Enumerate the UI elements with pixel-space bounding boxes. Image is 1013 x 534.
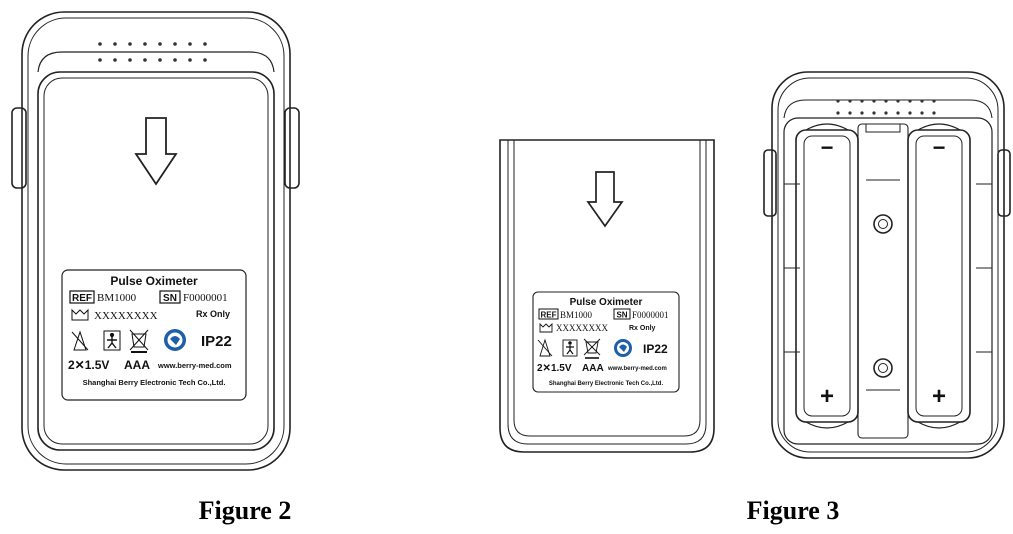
manufacturer: Shanghai Berry Electronic Tech Co.,Ltd.	[549, 381, 664, 387]
manufacture-date: XXXXXXXX	[556, 323, 608, 333]
battery-left	[795, 129, 859, 423]
positive-terminal-left: +	[820, 383, 834, 410]
no-recycle-icon	[537, 338, 553, 357]
battery-spec: 2✕1.5V	[68, 358, 109, 372]
negative-terminal-right: −	[933, 135, 946, 160]
device-outer-shell	[771, 71, 1005, 459]
ref-value: BM1000	[560, 310, 593, 320]
ref-tag: REF	[541, 311, 557, 320]
rx-only: Rx Only	[196, 309, 230, 319]
sn-value: F0000001	[632, 310, 669, 320]
label-title: Pulse Oximeter	[110, 274, 198, 288]
figure-2-caption: Figure 2	[198, 496, 292, 525]
battery-type: AAA	[582, 363, 604, 374]
speaker-grille	[836, 99, 936, 115]
battery-right	[907, 129, 971, 423]
figure-3-battery-cover	[499, 139, 715, 453]
battery-type: AAA	[124, 358, 150, 372]
weee-bin-icon	[129, 329, 149, 353]
manufacture-date: XXXXXXXX	[94, 310, 158, 322]
website: www.berry-med.com	[157, 361, 232, 370]
type-bf-applied-part-icon	[562, 339, 578, 357]
product-label: Pulse Oximeter REF BM1000 SN F0000001 XX…	[61, 269, 247, 401]
battery-spec: 2✕1.5V	[537, 363, 572, 374]
sn-tag: SN	[163, 293, 177, 304]
screw-icon	[873, 358, 893, 378]
slide-down-arrow-icon	[586, 171, 624, 228]
screw-icon	[873, 214, 893, 234]
figure-3-open-device	[763, 71, 1011, 459]
sn-tag: SN	[616, 311, 627, 320]
figure-2-device	[11, 11, 300, 471]
no-recycle-icon	[71, 330, 89, 351]
ref-value: BM1000	[97, 292, 137, 304]
left-side-button	[11, 107, 27, 189]
label-title: Pulse Oximeter	[570, 297, 643, 308]
device-outer-shell	[21, 11, 291, 471]
battery-cover	[37, 71, 275, 451]
negative-terminal-left: −	[821, 135, 834, 160]
sn-value: F0000001	[183, 292, 228, 304]
ip-rating: IP22	[643, 342, 668, 356]
left-side-button	[763, 149, 777, 217]
weee-bin-icon	[583, 338, 601, 359]
instructions-manual-icon	[614, 339, 632, 357]
type-bf-applied-part-icon	[103, 330, 121, 351]
ip-rating: IP22	[201, 333, 232, 350]
manufacture-date-icon	[539, 322, 553, 333]
ref-tag: REF	[72, 293, 92, 304]
website: www.berry-med.com	[607, 366, 667, 372]
positive-terminal-right: +	[932, 383, 946, 410]
slide-down-arrow-icon	[134, 117, 178, 186]
manufacturer: Shanghai Berry Electronic Tech Co.,Ltd.	[83, 378, 226, 387]
speaker-grille	[98, 42, 207, 62]
figure-3-caption: Figure 3	[746, 496, 840, 525]
right-side-button	[284, 107, 300, 189]
instructions-manual-icon	[164, 329, 186, 351]
manufacture-date-icon	[71, 308, 89, 321]
product-label-small: Pulse Oximeter REF BM1000 SN F0000001 XX…	[532, 291, 680, 393]
rx-only: Rx Only	[629, 325, 656, 332]
